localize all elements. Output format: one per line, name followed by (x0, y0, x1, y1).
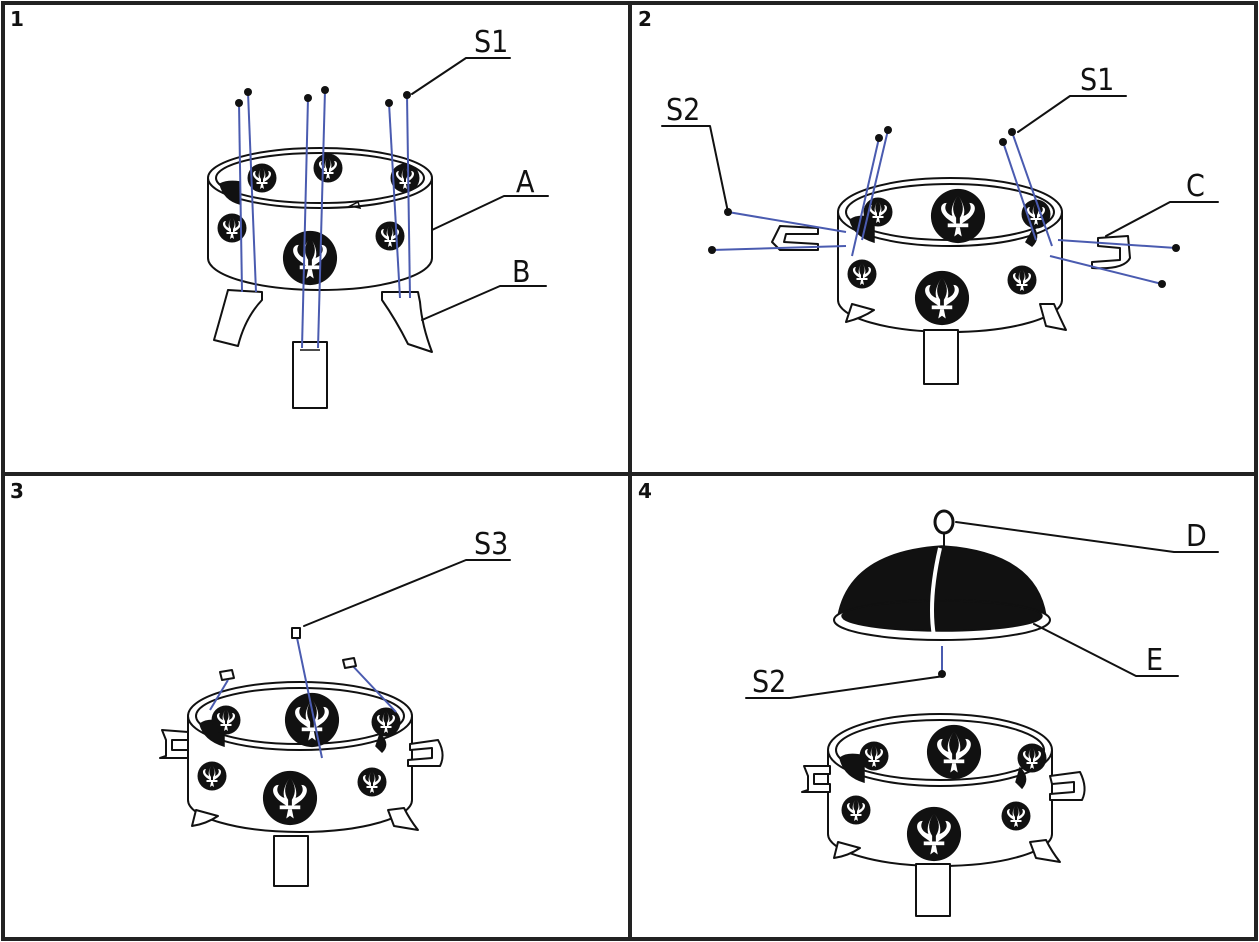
step-3-bowl (187, 681, 413, 833)
step-3-panel: 3 (10, 479, 511, 887)
callout-e: E (1146, 643, 1163, 678)
callout-c: C (1186, 169, 1205, 204)
step-2-panel: 2 (638, 7, 1219, 385)
step-1-panel: 1 (10, 7, 549, 409)
callout-s3: S3 (474, 527, 508, 562)
step-3-bolts (209, 627, 397, 759)
callout-s2: S2 (666, 93, 700, 128)
step-2-bowl (837, 177, 1063, 333)
step-1-number: 1 (10, 7, 24, 31)
callout-b: B (512, 255, 531, 290)
callout-d: D (1186, 519, 1207, 554)
step-3-callouts: S3 (303, 527, 511, 627)
step-1-legs (213, 289, 433, 409)
callout-s1: S1 (474, 25, 508, 60)
step-3-number: 3 (10, 479, 24, 503)
step-4-callouts: D S2 E (745, 519, 1219, 700)
step-4-number: 4 (638, 479, 652, 503)
step-2-number: 2 (638, 7, 652, 31)
step-1-callouts: S1 A B (411, 25, 549, 321)
step-4-panel: 4 (638, 479, 1219, 917)
step-1-bolts (235, 86, 411, 349)
step-2-callouts: S2 S1 C (661, 63, 1219, 237)
step-1-bowl (207, 147, 433, 291)
callout-a: A (516, 165, 535, 200)
callout-s2-step4: S2 (752, 665, 786, 700)
callout-s1-step2: S1 (1080, 63, 1114, 98)
step-4-bowl (827, 713, 1053, 867)
step-4-spark-screen (833, 509, 1051, 678)
step-2-handles (771, 225, 1131, 270)
step-2-bolts (708, 126, 1180, 288)
